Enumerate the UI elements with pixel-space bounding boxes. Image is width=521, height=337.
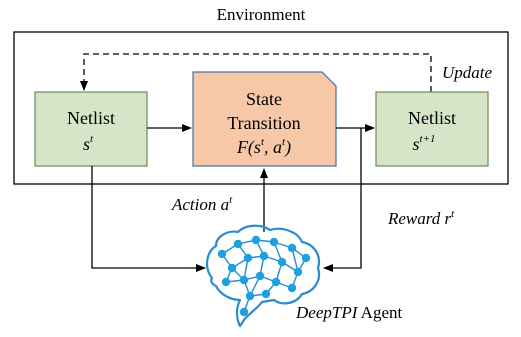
netlist-left-state: st bbox=[83, 133, 94, 154]
brain-network-icon bbox=[206, 224, 321, 328]
update-arrow bbox=[80, 53, 432, 92]
arrow-state-to-agent bbox=[91, 166, 206, 272]
reward-label: Reward rt bbox=[387, 208, 455, 228]
netlist-right-title: Netlist bbox=[408, 108, 456, 128]
netlist-right-box bbox=[375, 91, 489, 167]
action-label: Action at bbox=[171, 194, 233, 214]
netlist-left-title: Netlist bbox=[67, 108, 115, 128]
state-transition-line2: Transition bbox=[227, 113, 300, 133]
netlist-left-box bbox=[34, 91, 148, 167]
agent-label: DeepTPI Agent bbox=[295, 303, 403, 322]
arrow-reward-to-agent bbox=[323, 128, 362, 272]
state-transition-line1: State bbox=[246, 89, 282, 109]
netlist-right-state: st+1 bbox=[413, 133, 436, 154]
environment-label: Environment bbox=[217, 5, 306, 24]
environment-frame bbox=[13, 31, 509, 185]
update-label: Update bbox=[442, 63, 493, 82]
state-transition-function: F(st, at) bbox=[236, 136, 291, 158]
state-transition-box bbox=[192, 71, 337, 167]
